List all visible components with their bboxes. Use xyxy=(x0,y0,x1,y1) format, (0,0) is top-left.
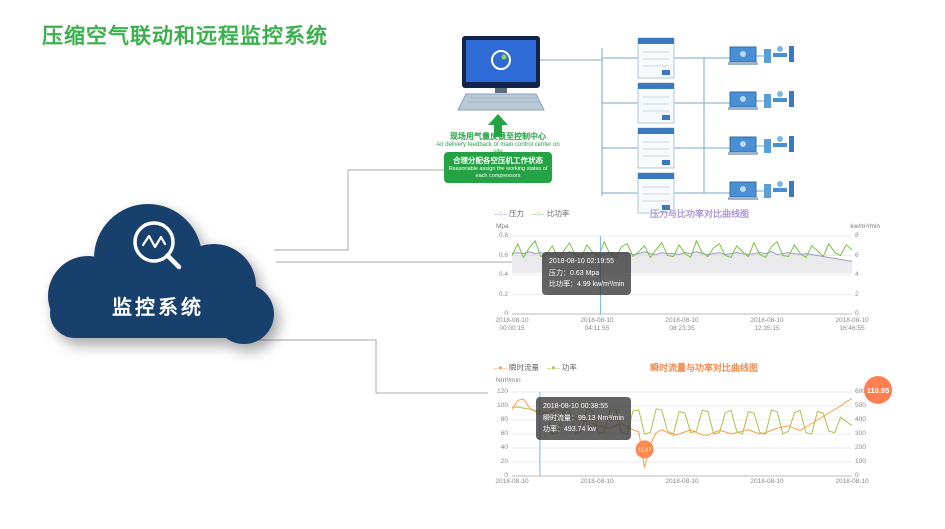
computer-icon xyxy=(457,36,545,111)
flow-power-chart: –●– 瞬时流量 –●– 功率 瞬时流量与功率对比曲线图 Nm³/min 0 20 4… xyxy=(488,360,892,512)
axis-tick: 0.6 xyxy=(498,251,508,259)
svg-text:11.87: 11.87 xyxy=(638,447,651,453)
axis-tick: 0.8 xyxy=(498,232,508,239)
chart-title: 压力与比功率对比曲线图 xyxy=(650,209,750,219)
y-axis-ticks-left: 0 0.2 0.4 0.6 0.8 xyxy=(488,232,510,317)
axis-tick: 100 xyxy=(497,402,508,409)
chart-legend: –●– 瞬时流量 –●– 功率 xyxy=(494,362,585,373)
axis-tick: 60 xyxy=(500,430,508,437)
axis-tick: 0 xyxy=(855,472,859,479)
axis-tick: 20 xyxy=(500,458,508,465)
axis-tick: 0.2 xyxy=(498,290,508,298)
pressure-power-chart: –○– 压力–○– 比功率 压力与比功率对比曲线图 Mpa kw/m³/min … xyxy=(488,206,880,346)
compressor-column xyxy=(637,37,675,214)
y-axis-ticks-left: 0 20 40 60 80 100 120 xyxy=(488,388,510,479)
monitoring-cloud: 监控系统 xyxy=(36,196,280,360)
left-axis-unit: Mpa xyxy=(496,223,509,230)
x-axis-label: 2018-08-10 xyxy=(750,478,784,485)
right-axis-unit: kw/m³/min xyxy=(850,223,880,230)
left-axis-unit: Nm³/min xyxy=(496,377,521,384)
up-arrow-icon xyxy=(488,114,508,137)
min-marker: 11.87 xyxy=(635,440,654,459)
x-axis-labels: 2018-08-10 2018-08-10 2018-08-10 2018-08-10… xyxy=(495,478,868,496)
plot-area[interactable]: 2018-08-10 02:19:55 压力：0.63 Mpa 比功率：4.99… xyxy=(511,235,853,315)
axis-tick: 80 xyxy=(500,416,508,423)
axis-tick: 300 xyxy=(855,430,866,437)
pump-unit xyxy=(728,46,758,65)
y-axis-ticks-right: 0 2 4 6 8 xyxy=(852,232,878,317)
compressor-unit xyxy=(637,37,675,79)
assign-note-en: Reasonable assign the working states of … xyxy=(448,166,548,179)
axis-tick: 0 xyxy=(504,310,508,317)
chart-tooltip: 2018-08-10 02:19:55 压力：0.63 Mpa 比功率：4.99… xyxy=(542,252,632,295)
pump-unit xyxy=(728,91,758,110)
axis-tick: 0.4 xyxy=(498,271,508,278)
magnifier-icon xyxy=(133,221,182,270)
legend-item[interactable]: –○– 比功率 xyxy=(531,209,570,218)
x-axis-label: 2018-08-10 xyxy=(835,478,869,485)
axis-tick: 400 xyxy=(855,416,866,423)
compressor-unit xyxy=(637,172,675,214)
legend-item[interactable]: –●– 瞬时流量 xyxy=(494,363,539,372)
x-axis-label: 2018-08-10 xyxy=(495,478,529,485)
plot-area[interactable]: 11.87 2018-08-10 00:38:55 瞬时流量：99.13 Nm³… xyxy=(511,376,892,477)
pump-unit xyxy=(728,136,758,155)
legend-item[interactable]: –○– 压力 xyxy=(494,209,524,218)
axis-tick: 8 xyxy=(855,232,859,239)
axis-tick: 100 xyxy=(855,458,866,465)
x-axis-label: 2018-08-10 xyxy=(580,478,614,485)
pump-unit xyxy=(728,181,758,200)
axis-tick: 2 xyxy=(855,290,859,298)
valve-assembly xyxy=(764,91,794,108)
axis-tick: 120 xyxy=(497,388,508,395)
axis-tick: 500 xyxy=(855,402,866,409)
valve-assembly xyxy=(764,136,794,153)
x-axis-label: 2018-08-10 xyxy=(665,478,699,485)
axis-tick: 200 xyxy=(855,444,866,451)
valve-assembly xyxy=(764,46,794,63)
page-title: 压缩空气联动和远程监控系统 xyxy=(42,25,328,48)
pump-units xyxy=(728,46,758,200)
chart-legend: –○– 压力 –○– 比功率 xyxy=(494,208,577,219)
max-badge: 110.55 xyxy=(864,376,892,404)
chart-title: 瞬时流量与功率对比曲线图 xyxy=(650,363,759,373)
cloud-label: 监控系统 xyxy=(112,295,204,319)
assign-note-cn: 合理分配各空压机工作状态 xyxy=(453,156,543,165)
legend-item[interactable]: –●– 功率 xyxy=(546,363,577,372)
pipe-lines xyxy=(540,48,764,196)
valve-assemblies xyxy=(764,46,794,198)
axis-tick: 6 xyxy=(855,251,859,259)
compressor-unit xyxy=(637,82,675,124)
assign-note: 合理分配各空压机工作状态 Reasonable assign the worki… xyxy=(444,152,552,183)
axis-tick: 40 xyxy=(500,444,508,451)
cloud-shape xyxy=(48,204,274,344)
control-center-diagram xyxy=(440,28,832,218)
axis-tick: 600 xyxy=(855,388,866,395)
axis-tick: 0 xyxy=(504,472,508,479)
axis-tick: 4 xyxy=(855,271,859,278)
axis-tick: 0 xyxy=(855,310,859,317)
valve-assembly xyxy=(764,181,794,198)
feedback-note-cn: 现场用气量反馈至控制中心 xyxy=(450,132,546,141)
compressor-unit xyxy=(637,127,675,169)
y-axis-ticks-right: 0 100 200 300 400 500 600 xyxy=(852,388,878,479)
chart-tooltip: 2018-08-10 00:38:55 瞬时流量：99.13 Nm³/min 功… xyxy=(536,397,631,440)
